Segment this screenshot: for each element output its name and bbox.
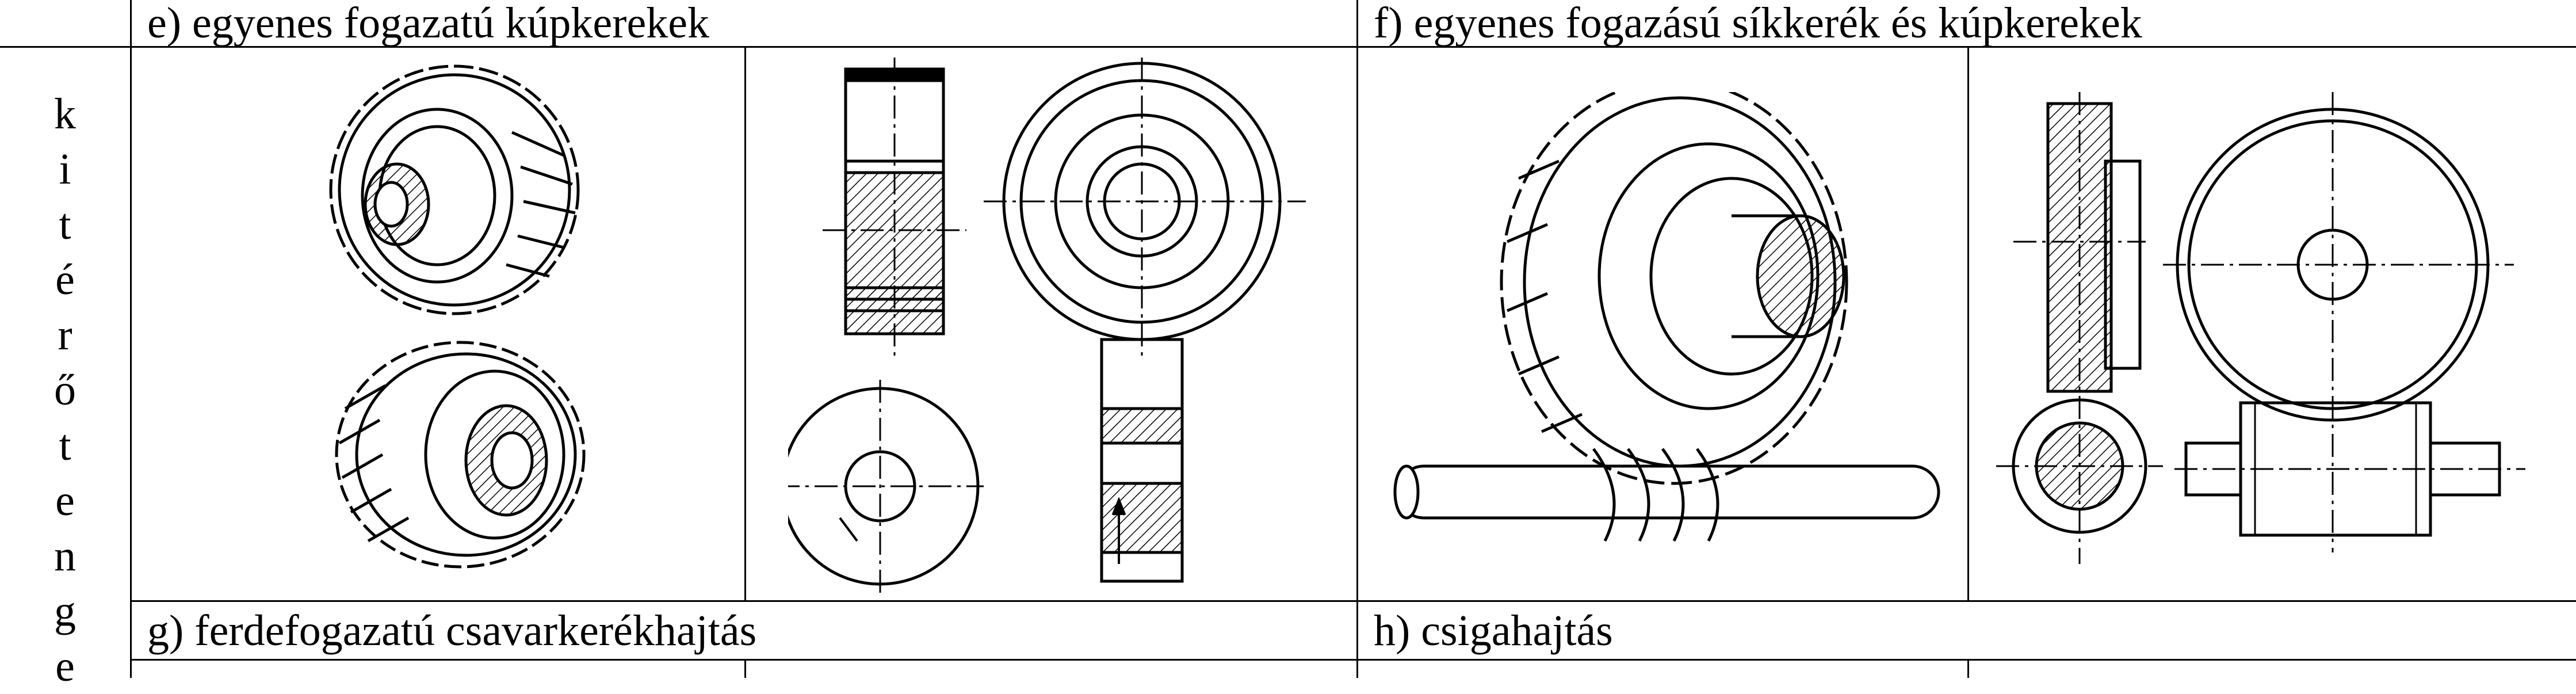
side-label-letter: t bbox=[59, 421, 71, 470]
table-col-divider-5 bbox=[1967, 659, 1969, 678]
side-label-letter: ő bbox=[54, 366, 76, 414]
figure-f-picture bbox=[1386, 92, 1950, 587]
side-label: k i t é r ő t e n g e bbox=[0, 86, 130, 694]
side-label-letter: e bbox=[55, 476, 75, 525]
helical-gear-pair-icon bbox=[329, 64, 586, 569]
side-label-letter: t bbox=[59, 200, 71, 249]
table-mid-rule bbox=[130, 600, 2576, 602]
caption-g: g) ferdefogazatú csavarkerékhajtás bbox=[147, 607, 757, 655]
side-label-letter: n bbox=[54, 532, 76, 580]
figure-f-section bbox=[1996, 92, 2548, 564]
table-col-divider-1 bbox=[744, 46, 746, 600]
side-label-letter: g bbox=[54, 587, 76, 635]
worm-drive-views-icon bbox=[1996, 92, 2525, 564]
table-col-divider-3 bbox=[1967, 46, 1969, 600]
table-col-divider-2 bbox=[1356, 0, 1358, 678]
figure-e-picture bbox=[322, 63, 587, 581]
table-col-divider-0 bbox=[130, 0, 132, 678]
caption-e: e) egyenes fogazatú kúpkerekek bbox=[147, 0, 709, 47]
side-label-letter: i bbox=[59, 145, 71, 193]
table-lower-rule bbox=[130, 659, 2576, 661]
table-top-rule bbox=[0, 46, 2576, 48]
caption-f: f) egyenes fogazású síkkerék és kúpkerek… bbox=[1374, 0, 2142, 47]
gear-section-views-icon bbox=[788, 58, 1306, 593]
worm-and-wheel-icon bbox=[1393, 92, 1940, 542]
side-label-letter: é bbox=[55, 256, 75, 304]
side-label-letter: r bbox=[58, 311, 72, 359]
caption-h: h) csigahajtás bbox=[1374, 607, 1613, 655]
side-label-letter: k bbox=[54, 90, 76, 138]
side-label-letter: e bbox=[55, 642, 75, 691]
table-col-divider-4 bbox=[744, 659, 746, 678]
figure-e-section bbox=[788, 58, 1340, 593]
